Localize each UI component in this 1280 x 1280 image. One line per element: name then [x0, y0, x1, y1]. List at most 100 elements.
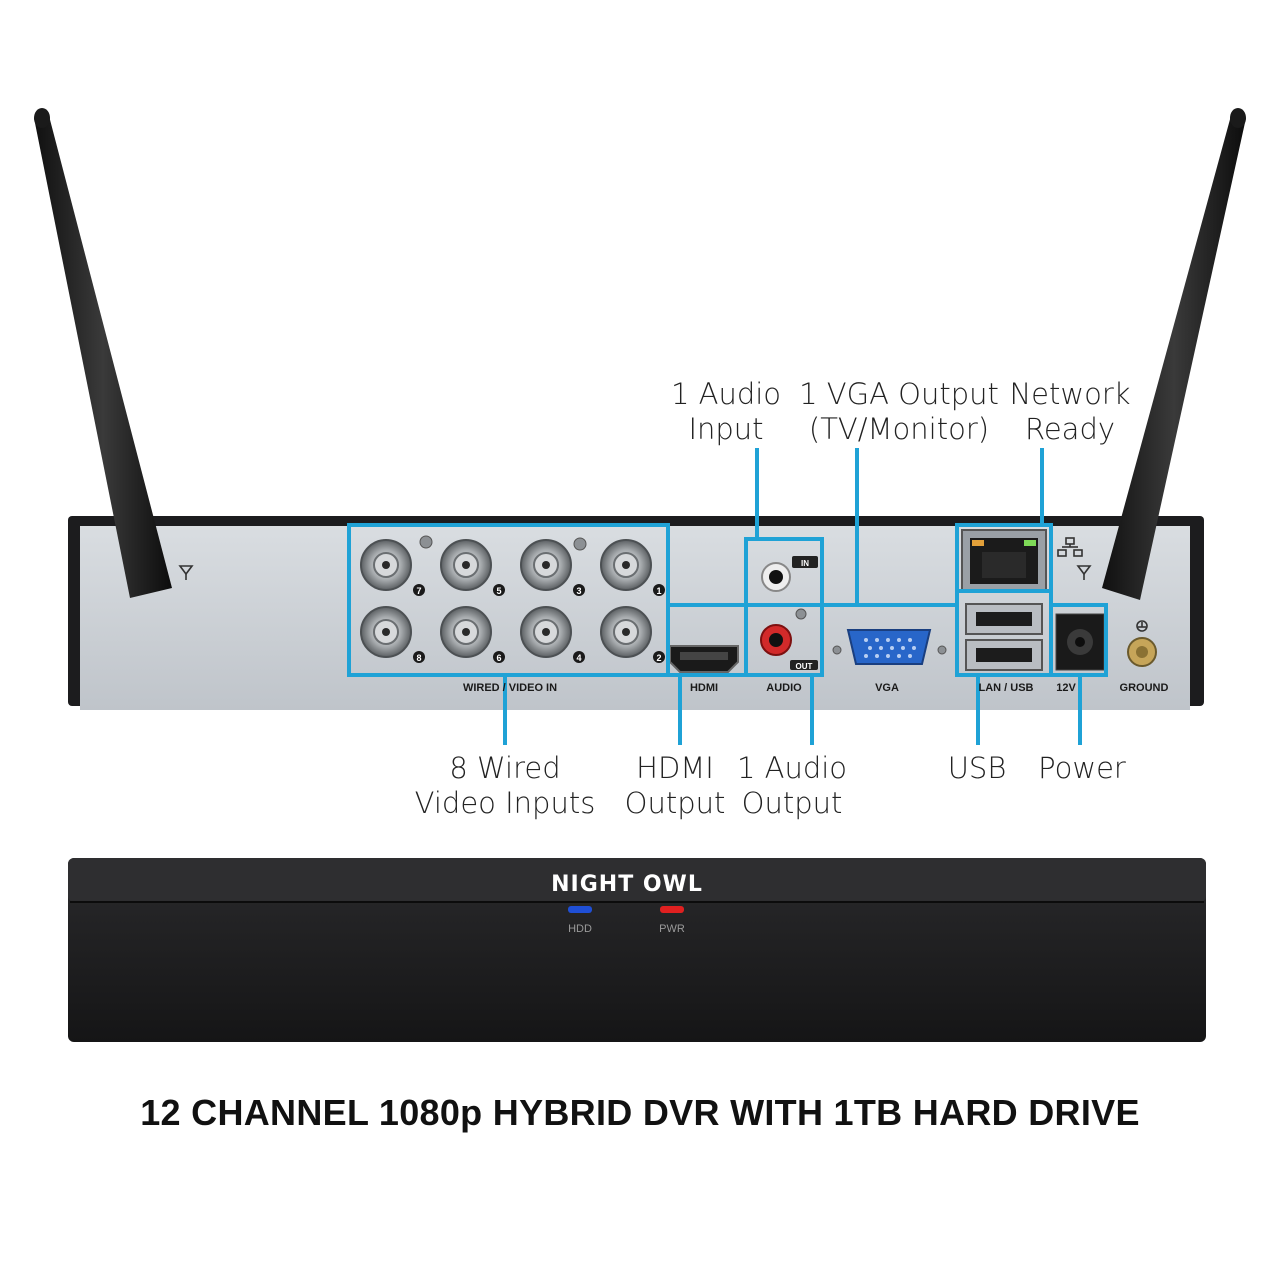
vga-pin	[875, 654, 879, 658]
hdd-led	[568, 906, 592, 913]
vga-pin	[879, 646, 883, 650]
bnc-connector-pin	[622, 628, 630, 636]
vga-pin	[875, 638, 879, 642]
channel-number: 1	[656, 586, 661, 596]
channel-number: 8	[416, 653, 421, 663]
leader-lines	[503, 448, 1082, 745]
vga-pin	[908, 638, 912, 642]
vga-port	[846, 629, 932, 665]
callout-line: Video Inputs	[414, 786, 596, 820]
channel-number-badge	[653, 584, 665, 596]
hdd-label: HDD	[568, 923, 592, 935]
callout-hdmi-output: HDMI Output	[622, 751, 728, 821]
vga-pin	[890, 646, 894, 650]
callout-vga-output: 1 VGA Output (TV/Monitor)	[796, 377, 1002, 447]
vga-pin	[864, 638, 868, 642]
callout-line: 1 VGA Output	[799, 377, 999, 411]
callout-line: 8 Wired	[449, 751, 561, 785]
panel-label-lan-usb: LAN / USB	[979, 682, 1034, 694]
screw	[832, 645, 842, 655]
callout-line: Network	[1009, 377, 1131, 411]
lan-port	[961, 529, 1047, 591]
audio-in-tag	[792, 556, 818, 568]
vga-pin	[897, 638, 901, 642]
panel-label-group: WIRED / VIDEO IN HDMI AUDIO VGA LAN / US…	[463, 682, 1169, 694]
wifi-antenna-icon	[1076, 565, 1092, 580]
right-antenna	[1102, 108, 1246, 600]
callout-usb: USB	[936, 751, 1018, 786]
callout-line: Output	[624, 786, 726, 820]
callout-network: Network Ready	[1008, 377, 1132, 447]
audio-out-tag	[790, 660, 818, 670]
audio-in-jack	[761, 562, 791, 592]
screw	[937, 645, 947, 655]
brand-logo: NIGHT OWL	[551, 872, 703, 897]
bnc-connector-pin	[462, 628, 470, 636]
callout-audio-input: 1 Audio Input	[666, 377, 786, 447]
callout-line: 1 Audio	[736, 751, 848, 785]
channel-number-badge	[653, 651, 665, 663]
channel-number: 5	[496, 586, 501, 596]
usb-port-top	[965, 603, 1043, 635]
pwr-led	[660, 906, 684, 913]
channel-number: 2	[656, 653, 661, 663]
highlight-video-in	[347, 523, 670, 677]
highlight-audio-out	[744, 603, 824, 677]
bnc-connector-pin	[382, 561, 390, 569]
channel-number-badge	[573, 651, 585, 663]
channel-number-badge	[413, 584, 425, 596]
power-jack	[1055, 613, 1105, 671]
network-icon	[1057, 537, 1083, 557]
ground-terminal	[1127, 637, 1157, 667]
vga-pin	[901, 646, 905, 650]
vga-pin	[897, 654, 901, 658]
left-antenna	[34, 108, 172, 598]
panel-label-ground: GROUND	[1120, 682, 1169, 694]
callout-line: (TV/Monitor)	[808, 412, 990, 446]
callout-line: Ready	[1024, 412, 1116, 446]
callout-line: HDMI	[636, 751, 714, 785]
panel-label-power: 12V	[1056, 682, 1076, 694]
screw	[573, 537, 587, 551]
channel-number: 6	[496, 653, 501, 663]
callout-line: USB	[947, 751, 1007, 785]
channel-number-badge	[573, 584, 585, 596]
panel-label-audio: AUDIO	[766, 682, 802, 694]
front-unit	[68, 858, 1206, 1042]
hdmi-port	[669, 645, 739, 673]
callout-power: Power	[1030, 751, 1134, 786]
vga-pin	[886, 638, 890, 642]
vga-pin	[864, 654, 868, 658]
panel-label-hdmi: HDMI	[690, 682, 718, 694]
callout-line: 1 Audio	[670, 377, 782, 411]
channel-number: 3	[576, 586, 581, 596]
channel-number: 4	[576, 653, 581, 663]
audio-out-jack	[760, 624, 792, 656]
highlight-boxes	[347, 523, 1108, 677]
callout-line: Power	[1038, 751, 1126, 785]
screw	[795, 608, 807, 620]
vga-pin	[908, 654, 912, 658]
callout-video-inputs: 8 Wired Video Inputs	[410, 751, 600, 821]
bnc-connector-pin	[462, 561, 470, 569]
audio-out-tag-label: OUT	[796, 662, 813, 671]
vga-pin	[868, 646, 872, 650]
channel-number-badge	[493, 651, 505, 663]
panel-label-vga: VGA	[875, 682, 899, 694]
callout-line: Input	[688, 412, 764, 446]
product-caption: 12 CHANNEL 1080p HYBRID DVR WITH 1TB HAR…	[140, 1092, 1140, 1133]
audio-in-tag-label: IN	[801, 559, 809, 568]
usb-port-bottom	[965, 639, 1043, 671]
callout-audio-output: 1 Audio Output	[733, 751, 851, 821]
antenna-icon	[178, 565, 194, 580]
channel-number-badge	[413, 651, 425, 663]
vga-pin	[912, 646, 916, 650]
panel-label-video-in: WIRED / VIDEO IN	[463, 682, 557, 694]
vga-pin	[886, 654, 890, 658]
channel-number-badge	[493, 584, 505, 596]
bnc-connector-pin	[542, 561, 550, 569]
pwr-label: PWR	[659, 923, 685, 935]
